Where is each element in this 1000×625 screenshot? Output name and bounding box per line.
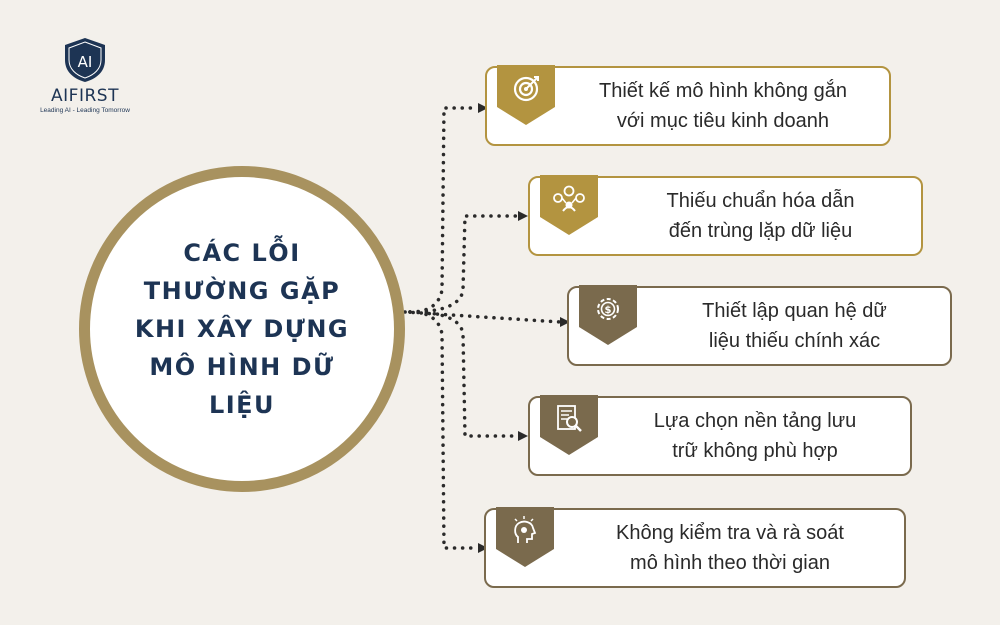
- error-card-5-text: Không kiểm tra và rà soát mô hình theo t…: [564, 510, 896, 586]
- error-card-4-text: Lựa chọn nền tảng lưu trữ không phù hợp: [608, 398, 902, 474]
- logo-name: AIFIRST: [51, 86, 119, 106]
- error-card-1: Thiết kế mô hình không gắn với mục tiêu …: [485, 65, 891, 146]
- error-card-2: Thiếu chuẩn hóa dẫn đến trùng lặp dữ liệ…: [528, 175, 923, 256]
- error-card-5: Không kiểm tra và rà soát mô hình theo t…: [484, 507, 906, 588]
- document-search-icon: [540, 395, 598, 455]
- error-card-1-line2: với mục tiêu kinh doanh: [616, 110, 830, 132]
- error-card-2-text: Thiếu chuẩn hóa dẫn đến trùng lặp dữ liệ…: [608, 178, 913, 254]
- error-card-4: Lựa chọn nền tảng lưu trữ không phù hợp: [528, 395, 912, 476]
- shield-logo-icon: AI: [65, 38, 105, 82]
- error-card-2-line1: Thiếu chuẩn hóa dẫn: [666, 190, 855, 212]
- svg-text:AI: AI: [78, 53, 93, 71]
- error-card-5-line2: mô hình theo thời gian: [630, 552, 830, 574]
- central-topic-circle: CÁC LỖI THƯỜNG GẶP KHI XÂY DỰNG MÔ HÌNH …: [79, 166, 405, 492]
- target-icon: [497, 65, 555, 125]
- logo-tagline: Leading AI - Leading Tomorrow: [40, 107, 130, 114]
- error-card-5-line1: Không kiểm tra và rà soát: [616, 522, 844, 544]
- error-card-1-text: Thiết kế mô hình không gắn với mục tiêu …: [565, 68, 881, 144]
- dollar-gear-icon: $: [579, 285, 637, 345]
- error-card-4-line1: Lựa chọn nền tảng lưu: [653, 410, 857, 432]
- error-card-3: $ Thiết lập quan hệ dữ liệu thiếu chính …: [567, 285, 952, 366]
- svg-text:$: $: [605, 305, 612, 316]
- logo: AI AIFIRST Leading AI - Leading Tomorrow: [30, 36, 140, 114]
- error-card-3-line2: liệu thiếu chính xác: [708, 330, 881, 352]
- error-card-1-line1: Thiết kế mô hình không gắn: [599, 80, 847, 102]
- error-card-3-text: Thiết lập quan hệ dữ liệu thiếu chính xá…: [647, 288, 942, 364]
- head-lightbulb-icon: [496, 507, 554, 567]
- error-card-4-line2: trữ không phù hợp: [672, 440, 838, 462]
- people-network-icon: [540, 175, 598, 235]
- error-card-3-line1: Thiết lập quan hệ dữ: [702, 300, 887, 322]
- central-topic-title: CÁC LỖI THƯỜNG GẶP KHI XÂY DỰNG MÔ HÌNH …: [134, 239, 350, 419]
- error-card-2-line2: đến trùng lặp dữ liệu: [668, 220, 853, 242]
